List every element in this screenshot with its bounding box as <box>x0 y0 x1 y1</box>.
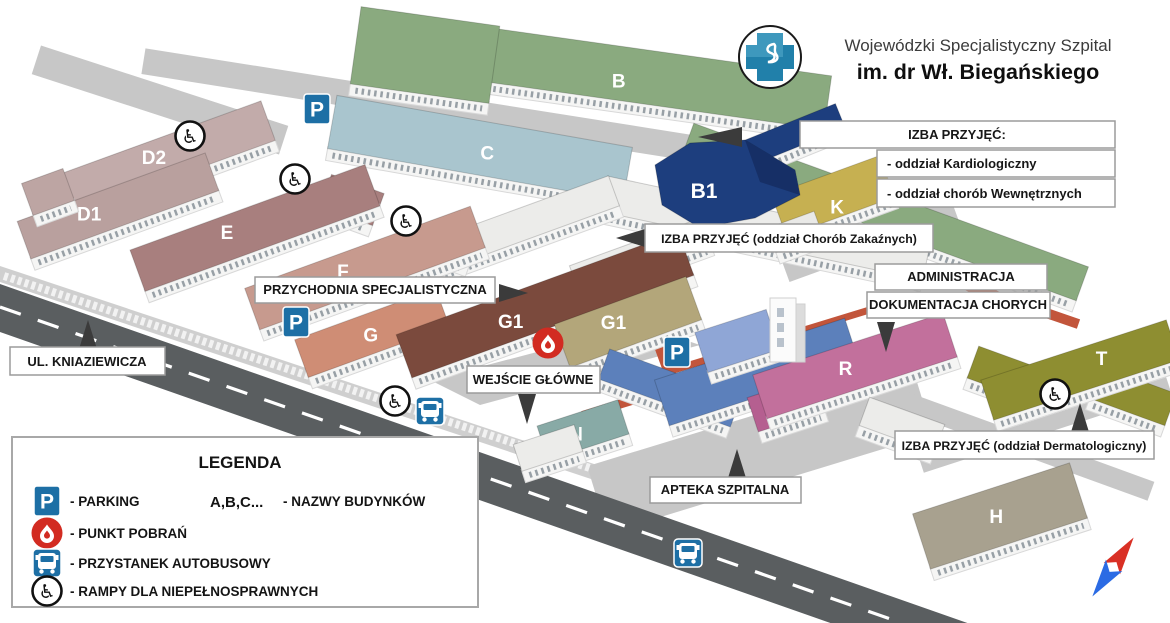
label-izba-header: IZBA PRZYJĘĆ: <box>908 127 1006 142</box>
building-p-tower <box>769 297 806 363</box>
building-label: B <box>612 71 626 92</box>
label-izba-derma: IZBA PRZYJĘĆ (oddział Dermatologiczny) <box>902 438 1147 453</box>
label-izba-wewn: - oddział chorób Wewnętrznych <box>887 186 1082 201</box>
wheelchair-ramp-icon <box>174 120 206 152</box>
arrow-to-wejscie <box>518 394 536 424</box>
building-roof <box>395 231 695 379</box>
label-ulica: UL. KNIAZIEWICZA <box>27 354 147 369</box>
legend-rampy-label: - RAMPY DLA NIEPEŁNOSPRAWNYCH <box>70 584 318 599</box>
building-label: T <box>1096 349 1108 370</box>
building-d1: D1 <box>16 152 224 271</box>
legend-box <box>11 436 479 608</box>
building-label-b1: B1 <box>691 180 718 203</box>
building-roof <box>512 424 584 472</box>
building-label: C <box>480 143 494 164</box>
pointer-arrows <box>79 127 1089 478</box>
building-label: G <box>363 326 378 347</box>
blood-collection-point-icon <box>532 327 564 359</box>
fence-row <box>2 272 592 472</box>
legend-buildings-key: A,B,C... <box>210 494 263 511</box>
building-white-near-n <box>512 424 588 484</box>
wheelchair-ramp-icon <box>31 575 63 607</box>
compass-needle-icon <box>1092 537 1134 597</box>
building-b-block <box>348 6 501 116</box>
building-windows <box>601 383 724 434</box>
building-label: G1 <box>601 313 627 334</box>
building-label: K <box>830 197 844 218</box>
building-windows <box>793 201 892 243</box>
building-windows <box>576 324 700 374</box>
building-r: R <box>752 312 962 431</box>
building-label: G1 <box>498 312 524 333</box>
arrow-to-przychodnia <box>499 284 528 302</box>
arrow-to-zakazne <box>616 229 645 247</box>
building-label: D1 <box>77 204 102 225</box>
map-labels: IZBA PRZYJĘĆ: - oddział Kardiologiczny -… <box>9 120 1155 504</box>
parking-icon <box>303 93 331 125</box>
arrow-to-derma <box>1071 403 1089 432</box>
building-b1: B1 <box>654 139 801 229</box>
label-dokumentacja: DOKUMENTACJA CHORYCH <box>869 297 1047 312</box>
building-roof <box>980 319 1170 421</box>
road-kniaziewicza <box>0 284 968 623</box>
building-h: H <box>911 462 1092 582</box>
legend: LEGENDA - PARKING A,B,C... - NAZWY BUDYN… <box>11 436 479 608</box>
building-roof <box>752 312 958 420</box>
building-label: E <box>221 223 234 244</box>
label-apteka: APTEKA SZPITALNA <box>661 482 790 497</box>
building-roof <box>349 6 501 104</box>
arrow-to-road <box>79 320 97 349</box>
hospital-title-line1: Wojewódzki Specjalistyczny Szpital <box>844 36 1111 55</box>
label-przychodnia: PRZYCHODNIA SPECJALISTYCZNA <box>263 282 487 297</box>
wheelchair-ramp-icon <box>390 205 422 237</box>
building-label: F <box>337 262 349 283</box>
legend-title: LEGENDA <box>198 453 281 472</box>
building-windows <box>528 456 580 478</box>
hospital-logo: Wojewódzki Specjalistyczny Szpital im. d… <box>738 25 1112 89</box>
label-wejscie: WEJŚCIE GŁÓWNE <box>473 372 594 387</box>
building-d-connector <box>20 167 80 228</box>
legend-punkt-pobran-label: - PUNKT POBRAŃ <box>70 526 187 541</box>
bus-stop-icon <box>415 396 445 426</box>
building-roof <box>20 167 76 217</box>
building-windows <box>354 87 483 112</box>
label-izba-kardio: - oddział Kardiologiczny <box>887 156 1037 171</box>
hospital-title-line2: im. dr Wł. Biegańskiego <box>857 60 1100 84</box>
building-windows <box>39 205 72 222</box>
building-roof <box>911 462 1089 570</box>
wheelchair-ramp-icon <box>1039 378 1071 410</box>
label-izba-zakazne: IZBA PRZYJĘĆ (oddział Chorób Zakaźnych) <box>661 231 917 246</box>
wheelchair-ramp-icon <box>379 385 411 417</box>
building-t: T <box>980 319 1170 433</box>
legend-buildings-label: - NAZWY BUDYNKÓW <box>283 494 425 509</box>
building-roof <box>294 287 450 379</box>
blood-collection-point-icon <box>31 517 63 549</box>
wheelchair-ramp-icon <box>279 163 311 195</box>
bus-stop-icon <box>32 548 62 578</box>
arrow-to-b1 <box>698 127 742 147</box>
parking-icon <box>663 336 691 368</box>
building-label: H <box>989 507 1003 528</box>
building-e: E <box>129 163 385 304</box>
building-windows <box>937 522 1085 576</box>
building-windows <box>151 210 378 298</box>
legend-parking-label: - PARKING <box>70 494 140 509</box>
label-administracja: ADMINISTRACJA <box>907 269 1015 284</box>
arrow-to-dokumentacja <box>877 322 895 352</box>
legend-przystanek-label: - PRZYSTANEK AUTOBUSOWY <box>70 556 271 571</box>
bus-stop-icon <box>673 538 703 568</box>
building-label: D2 <box>142 148 166 169</box>
parking-icon <box>33 485 61 517</box>
parking-icon <box>282 306 310 338</box>
hospital-cross-logo <box>746 33 794 81</box>
building-roof <box>327 94 633 202</box>
building-roof <box>16 152 220 260</box>
arrow-to-apteka <box>728 449 746 478</box>
building-windows <box>1000 364 1170 427</box>
building-label: R <box>839 359 853 380</box>
building-roof <box>129 163 381 293</box>
logo-squiggle-icon <box>766 42 779 64</box>
